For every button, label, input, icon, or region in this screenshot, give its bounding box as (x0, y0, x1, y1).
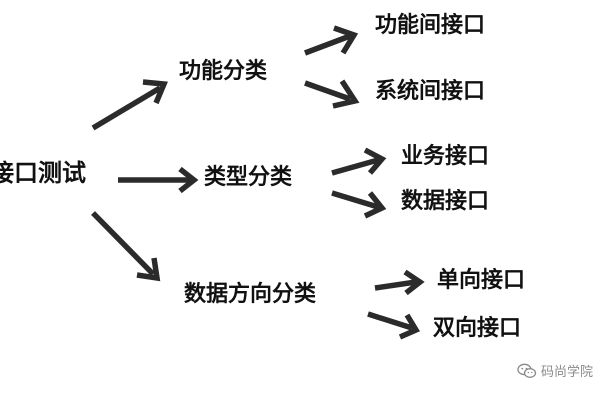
arrow-dir-to-single-iface (374, 269, 425, 296)
arrow-type-to-data-iface (331, 190, 387, 219)
arrow-dir-to-dual-iface (367, 311, 420, 340)
watermark: 码尚学院 (517, 361, 593, 380)
arrow-func-to-func-iface (304, 25, 359, 56)
arrow-root-to-func (91, 79, 168, 131)
arrow-root-to-dir (91, 211, 161, 282)
leaf-one-way-interface-label: 单向接口 (437, 268, 526, 293)
leaf-two-way-interface-label: 双向接口 (433, 316, 522, 341)
category-type-label: 类型分类 (204, 165, 293, 190)
wechat-icon (517, 363, 537, 378)
leaf-function-interface-label: 功能间接口 (375, 13, 486, 38)
category-function-label: 功能分类 (179, 59, 268, 84)
leaf-data-interface-label: 数据接口 (401, 189, 490, 214)
leaf-business-interface-label: 业务接口 (401, 144, 490, 169)
arrow-type-to-biz-iface (331, 147, 387, 176)
leaf-system-interface-label: 系统间接口 (375, 79, 486, 104)
category-data-direction-label: 数据方向分类 (184, 282, 317, 307)
arrow-func-to-sys-iface (304, 79, 360, 109)
watermark-text: 码尚学院 (541, 365, 594, 380)
root-node-label: 接口测试 (0, 159, 86, 187)
arrow-root-to-type (118, 166, 199, 194)
